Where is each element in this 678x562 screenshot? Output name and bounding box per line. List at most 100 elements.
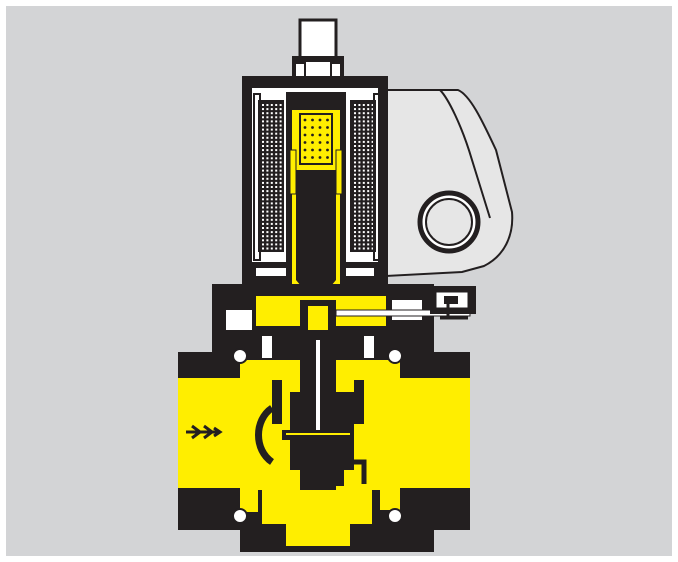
winding-dot [362,116,365,119]
winding-dot [354,145,356,147]
winding-dot [354,186,356,188]
winding-dot [358,210,361,213]
winding-dot [371,124,374,127]
winding-dot [358,116,361,119]
winding-dot [362,136,365,139]
winding-dot [362,190,365,193]
winding-dot [358,112,361,115]
winding-dot [354,177,356,180]
double-arrow-right-icon [186,424,223,440]
winding-dot [354,218,356,221]
winding-dot [270,218,273,221]
winding-dot [354,165,356,168]
winding-dot [367,186,370,188]
winding-dot [262,112,264,115]
winding-dot [270,165,273,168]
seat-wall-left [272,380,282,424]
winding-dot [266,149,269,152]
winding-dot [354,202,356,205]
winding-dot [266,235,269,238]
winding-dot [354,128,356,131]
connector-nut-slot-right [332,64,340,76]
winding-dot [270,214,273,217]
stop-hole [326,118,329,122]
winding-dot [371,243,374,246]
winding-dot [358,243,361,246]
winding-dot [354,149,356,152]
winding-dot [362,247,365,250]
winding-dot [354,243,356,246]
winding-dot [362,112,365,115]
winding-dot [266,239,269,242]
winding-dot [367,239,370,242]
winding-dot [262,214,264,217]
coil-winding-right [350,100,376,252]
winding-dot [354,214,356,217]
winding-dot [275,153,278,156]
bonnet-cutout-left [226,310,252,332]
winding-dot [367,218,370,221]
body-accent-right [364,336,374,358]
winding-dot [262,169,264,172]
winding-dot [367,231,370,234]
winding-dot [367,132,370,135]
winding-dot [266,112,269,115]
winding-dot [270,108,273,111]
connector-cap [298,18,338,62]
winding-dot [367,198,370,201]
winding-dot [270,243,273,246]
side-module-indicator [444,296,458,304]
winding-dot [275,231,278,234]
winding-dot [358,169,361,172]
stop-hole [326,141,329,144]
winding-dot [270,140,273,143]
winding-dot [262,231,264,234]
winding-dot [371,120,374,123]
winding-dot [371,206,374,209]
winding-dot [371,210,374,213]
armature-tube [286,92,346,302]
winding-dot [279,206,282,209]
winding-dot [367,173,370,176]
winding-dot [354,227,356,229]
winding-dot [279,104,282,106]
winding-dot [358,157,361,160]
winding-dot [270,173,273,176]
winding-dot [279,165,282,168]
valve-body [178,330,470,552]
winding-dot [266,153,269,156]
terminal-box [385,89,514,278]
winding-dot [371,239,374,242]
winding-dot [275,227,278,229]
winding-dot [371,128,374,131]
winding-dot [371,112,374,115]
winding-dot [279,214,282,217]
winding-dot [367,206,370,209]
winding-dot [266,128,269,131]
winding-dot [262,202,264,205]
winding-dot [354,231,356,234]
winding-dot [262,132,264,135]
valve-disc [282,430,354,490]
winding-dot [362,181,365,184]
winding-dot [262,104,264,106]
winding-dot [362,149,365,152]
winding-dot [270,132,273,135]
winding-dot [367,177,370,180]
winding-dot [354,104,356,106]
winding-dot [270,198,273,201]
winding-dot [358,165,361,168]
winding-dot [266,194,269,197]
coil-bobbin-left [253,93,261,261]
winding-dot [371,140,374,143]
winding-dot [275,239,278,242]
winding-dot [275,247,278,250]
winding-dot [275,104,278,106]
winding-dot [367,202,370,205]
winding-dot [358,202,361,205]
winding-dot [279,239,282,242]
winding-dot [354,210,356,213]
winding-dot [262,140,264,143]
winding-dot [266,120,269,123]
winding-dot [362,186,365,188]
